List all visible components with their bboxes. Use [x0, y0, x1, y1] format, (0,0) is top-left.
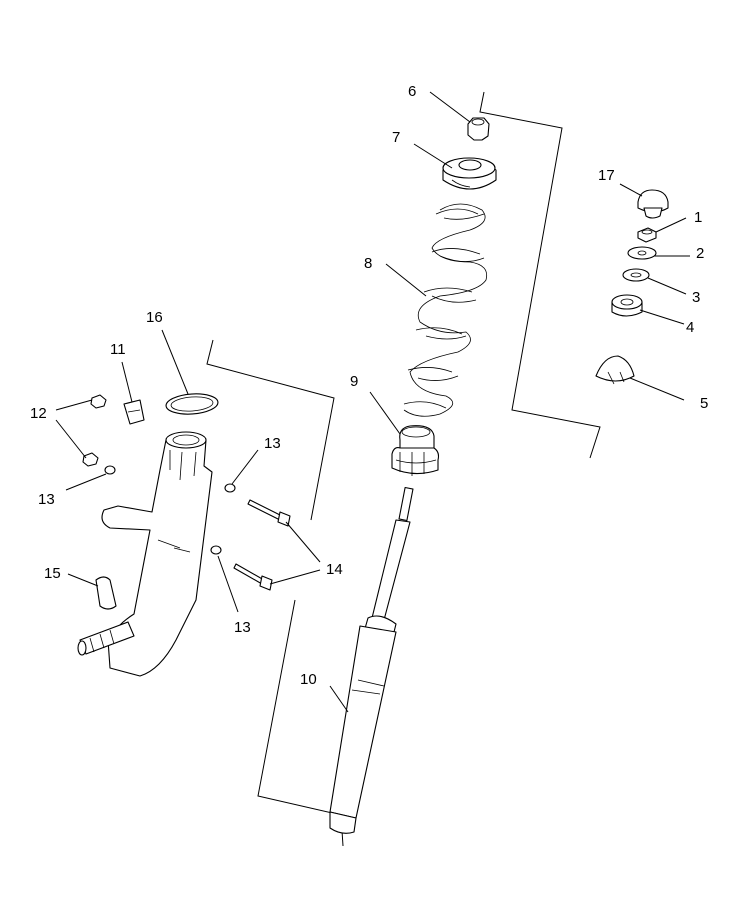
leader-3 [647, 277, 687, 295]
callout-13-left: 13 [38, 491, 55, 508]
leader-13b [231, 449, 259, 485]
leader-14a [285, 521, 321, 563]
leader-15 [67, 573, 99, 587]
part-16-o-ring [165, 393, 219, 415]
callout-16: 16 [146, 309, 163, 326]
part-14-bolt-lower [233, 563, 273, 591]
part-3-washer [622, 268, 650, 282]
part-10-shock-absorber [329, 486, 414, 834]
part-12-nut-upper [90, 394, 107, 409]
leader-7 [413, 143, 453, 169]
part-17-mount-cap [637, 189, 669, 219]
callout-12: 12 [30, 405, 47, 422]
leader-6 [429, 91, 471, 123]
callout-6: 6 [408, 83, 416, 100]
part-8-coil-spring [403, 203, 488, 417]
leader-8 [385, 263, 427, 297]
leader-13a [65, 473, 107, 491]
callout-15: 15 [44, 565, 61, 582]
leader-16 [161, 329, 189, 395]
callout-13-upper: 13 [264, 435, 281, 452]
callout-17: 17 [598, 167, 615, 184]
part-15-steering-knuckle [77, 431, 213, 677]
part-12-nut-lower [82, 452, 99, 467]
callout-10: 10 [300, 671, 317, 688]
part-1-nut [637, 227, 657, 243]
leader-14b [269, 569, 321, 585]
callout-13-lower: 13 [234, 619, 251, 636]
part-7-upper-spring-seat [442, 157, 497, 190]
bracket-knuckle-assembly [206, 339, 335, 521]
leader-13c [217, 555, 239, 613]
leader-9 [369, 391, 401, 435]
callout-1: 1 [694, 209, 702, 226]
leader-11 [121, 361, 133, 403]
part-5-dome-mount [595, 355, 635, 385]
leader-5 [629, 377, 685, 401]
leader-4 [639, 309, 685, 325]
callout-3: 3 [692, 289, 700, 306]
part-2-washer [627, 246, 657, 260]
callout-9: 9 [350, 373, 358, 390]
part-4-bushing [611, 294, 643, 317]
part-9-bump-stop [391, 425, 440, 476]
part-13-washer-left [104, 465, 116, 475]
callout-11: 11 [110, 341, 126, 358]
callout-14: 14 [326, 561, 343, 578]
part-11-clip [123, 399, 145, 425]
leader-12a [55, 399, 93, 411]
leader-17 [619, 183, 643, 197]
part-13-washer-upper [224, 483, 236, 493]
callout-5: 5 [700, 395, 708, 412]
part-13-washer-lower [210, 545, 222, 555]
leader-12b [55, 419, 87, 459]
callout-2: 2 [696, 245, 704, 262]
callout-8: 8 [364, 255, 372, 272]
leader-10 [329, 685, 349, 713]
part-14-bolt-upper [247, 499, 291, 527]
callout-4: 4 [686, 319, 694, 336]
part-6-nut [467, 117, 490, 141]
leader-1 [655, 217, 687, 233]
callout-7: 7 [392, 129, 400, 146]
bracket-upper-assembly [479, 91, 601, 459]
